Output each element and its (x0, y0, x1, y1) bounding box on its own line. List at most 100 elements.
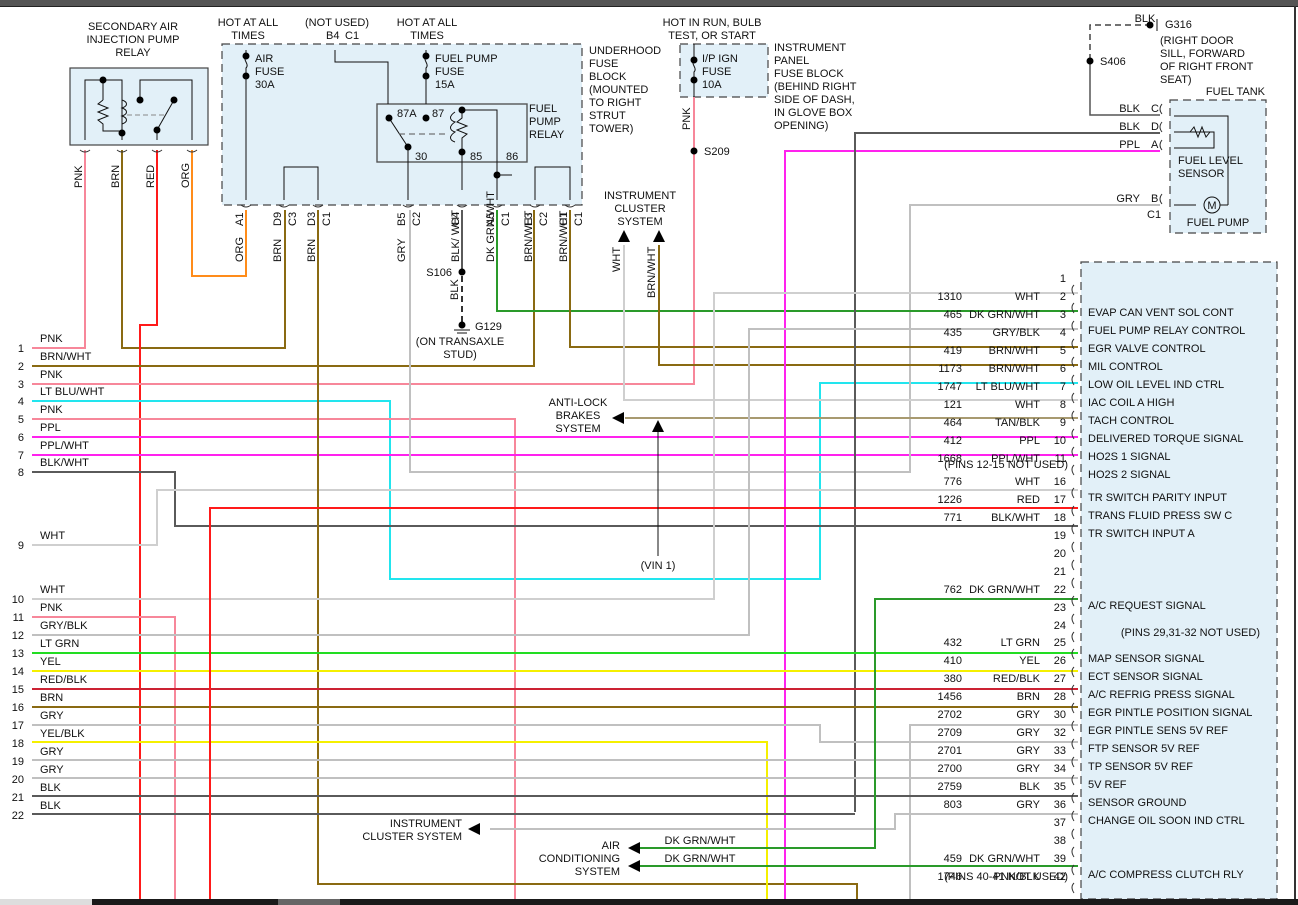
hot-at-all-times-label: TIMES (231, 30, 265, 42)
ip-fuse-block-label: IN GLOVE BOX (774, 107, 853, 119)
terminal-connector: C1 (321, 212, 333, 226)
left-wire-color: BLK/WHT (40, 457, 89, 469)
connector-icon (1071, 595, 1075, 607)
terminal-connector: C2 (538, 212, 550, 226)
fuse-dot (690, 56, 698, 64)
connector-icon (1071, 392, 1075, 404)
pcm-wire-color: PNK/BLK (994, 871, 1041, 883)
pcm-pin-number: 10 (1054, 435, 1066, 447)
connector-icon (278, 204, 290, 208)
connector-icon (1071, 559, 1075, 571)
pcm-pin-function: EGR PINTLE POSITION SIGNAL (1088, 707, 1252, 719)
pcm-pin-number: 21 (1054, 566, 1066, 578)
left-wire-color: LT BLU/WHT (40, 386, 105, 398)
ip-wire-color: PNK (681, 107, 693, 130)
connector-icon (1159, 139, 1163, 151)
fuel-level-sensor-icon (1189, 125, 1211, 139)
window-right-border (1294, 6, 1296, 899)
g316-location: (RIGHT DOOR (1160, 35, 1234, 47)
left-pin-number: 12 (12, 630, 24, 642)
arrow-left-icon (628, 860, 640, 872)
wire-wht-10 (32, 292, 1078, 600)
pcm-circuit-number: 762 (944, 584, 962, 596)
pcm-note: (PINS 12-15 NOT USED) (944, 459, 1068, 471)
instrument-cluster-top-label: CLUSTER (614, 203, 665, 215)
splice-s106 (458, 268, 466, 276)
wire-s406 (1089, 61, 1160, 116)
pcm-circuit-number: 2700 (938, 763, 962, 775)
connector-icon (1071, 631, 1075, 643)
relay-switch-icon (156, 99, 175, 131)
not-used-label: (NOT USED) (305, 17, 369, 29)
pcm-pin-function: HO2S 1 SIGNAL (1088, 451, 1171, 463)
terminal-connector: C1 (573, 212, 585, 226)
relay-wire (334, 50, 389, 104)
pcm-wire-color: DK GRN/WHT (969, 584, 1040, 596)
connector-icon (1071, 828, 1075, 840)
left-pin-number: 20 (12, 774, 24, 786)
splice-label: S209 (704, 146, 730, 158)
underhood-block-label: TO RIGHT (589, 97, 642, 109)
left-wire-color: YEL/BLK (40, 728, 85, 740)
air-conditioning-label: CONDITIONING (539, 853, 620, 865)
left-wire-color: BLK (40, 782, 61, 794)
tank-internal-wire (1174, 131, 1215, 149)
terminal-connector: C2 (411, 212, 423, 226)
underhood-block-label: (MOUNTED (589, 84, 648, 96)
pcm-pin-function: A/C REFRIG PRESS SIGNAL (1088, 689, 1235, 701)
connector-icon (1071, 666, 1075, 678)
wire-yel-blk-18 (32, 741, 768, 899)
pcm-circuit-number: 771 (944, 512, 962, 524)
internal-jumper (283, 166, 319, 200)
pcm-circuit-number: 465 (944, 309, 962, 321)
terminal-connector: C3 (287, 212, 299, 226)
relay-node-dot (99, 76, 107, 84)
splice-s209 (690, 147, 698, 155)
air-relay-title: SECONDARY AIR (88, 21, 178, 33)
splice-label: S406 (1100, 56, 1126, 68)
connector-icon (1071, 882, 1075, 894)
left-pin-number: 16 (12, 702, 24, 714)
tank-pin: C (1151, 103, 1159, 115)
air-relay-box (69, 67, 209, 146)
pcm-wire-color: GRY/BLK (993, 327, 1041, 339)
ip-ign-fuse-label: FUSE (702, 66, 731, 78)
underhood-block-label: UNDERHOOD (589, 45, 661, 57)
tank-wire-color: BLK (1119, 103, 1140, 115)
ip-ign-fuse-label: I/P IGN (702, 53, 738, 65)
fuel-pump-relay-box (376, 103, 528, 163)
pcm-pin-number: 19 (1054, 530, 1066, 542)
wire-org (191, 150, 247, 277)
pcm-circuit-number: 121 (944, 399, 962, 411)
left-pin-number: 19 (12, 756, 24, 768)
wire-ppl-fuel-level (784, 150, 1160, 899)
left-wire-color: PNK (40, 404, 63, 416)
wire-brn (121, 150, 286, 349)
wire-pnk-3 (32, 97, 695, 385)
pcm-circuit-number: 2701 (938, 745, 962, 757)
pcm-pin-number: 33 (1054, 745, 1066, 757)
splice-label: S106 (426, 267, 452, 279)
pcm-pin-function: TR SWITCH PARITY INPUT (1088, 492, 1227, 504)
ground-dot (1146, 21, 1154, 29)
wire-pnk-11 (32, 616, 176, 899)
fuel-pump-relay-label: PUMP (529, 116, 561, 128)
tank-wire-color: GRY (1116, 193, 1140, 205)
instrument-cluster-bottom-label: INSTRUMENT (390, 818, 462, 830)
terminal-pin: D3 (306, 212, 318, 226)
wire-gry-36 (490, 813, 1078, 830)
left-wire-color: BRN/WHT (40, 351, 92, 363)
connector-icon (402, 204, 414, 208)
wire-dkgrn-fprelay (496, 210, 1078, 312)
wire-red (139, 150, 158, 899)
pcm-pin-number: 1 (1060, 273, 1066, 285)
pcm-pin-number: 23 (1054, 602, 1066, 614)
terminal-wire-color: ORG (234, 237, 246, 262)
pcm-wire-color: GRY (1016, 763, 1040, 775)
ground-wire-color: BLK (1135, 13, 1156, 25)
wire-pnk-5 (32, 418, 516, 899)
connector-icon (1071, 684, 1075, 696)
left-wire-color: GRY/BLK (40, 620, 88, 632)
